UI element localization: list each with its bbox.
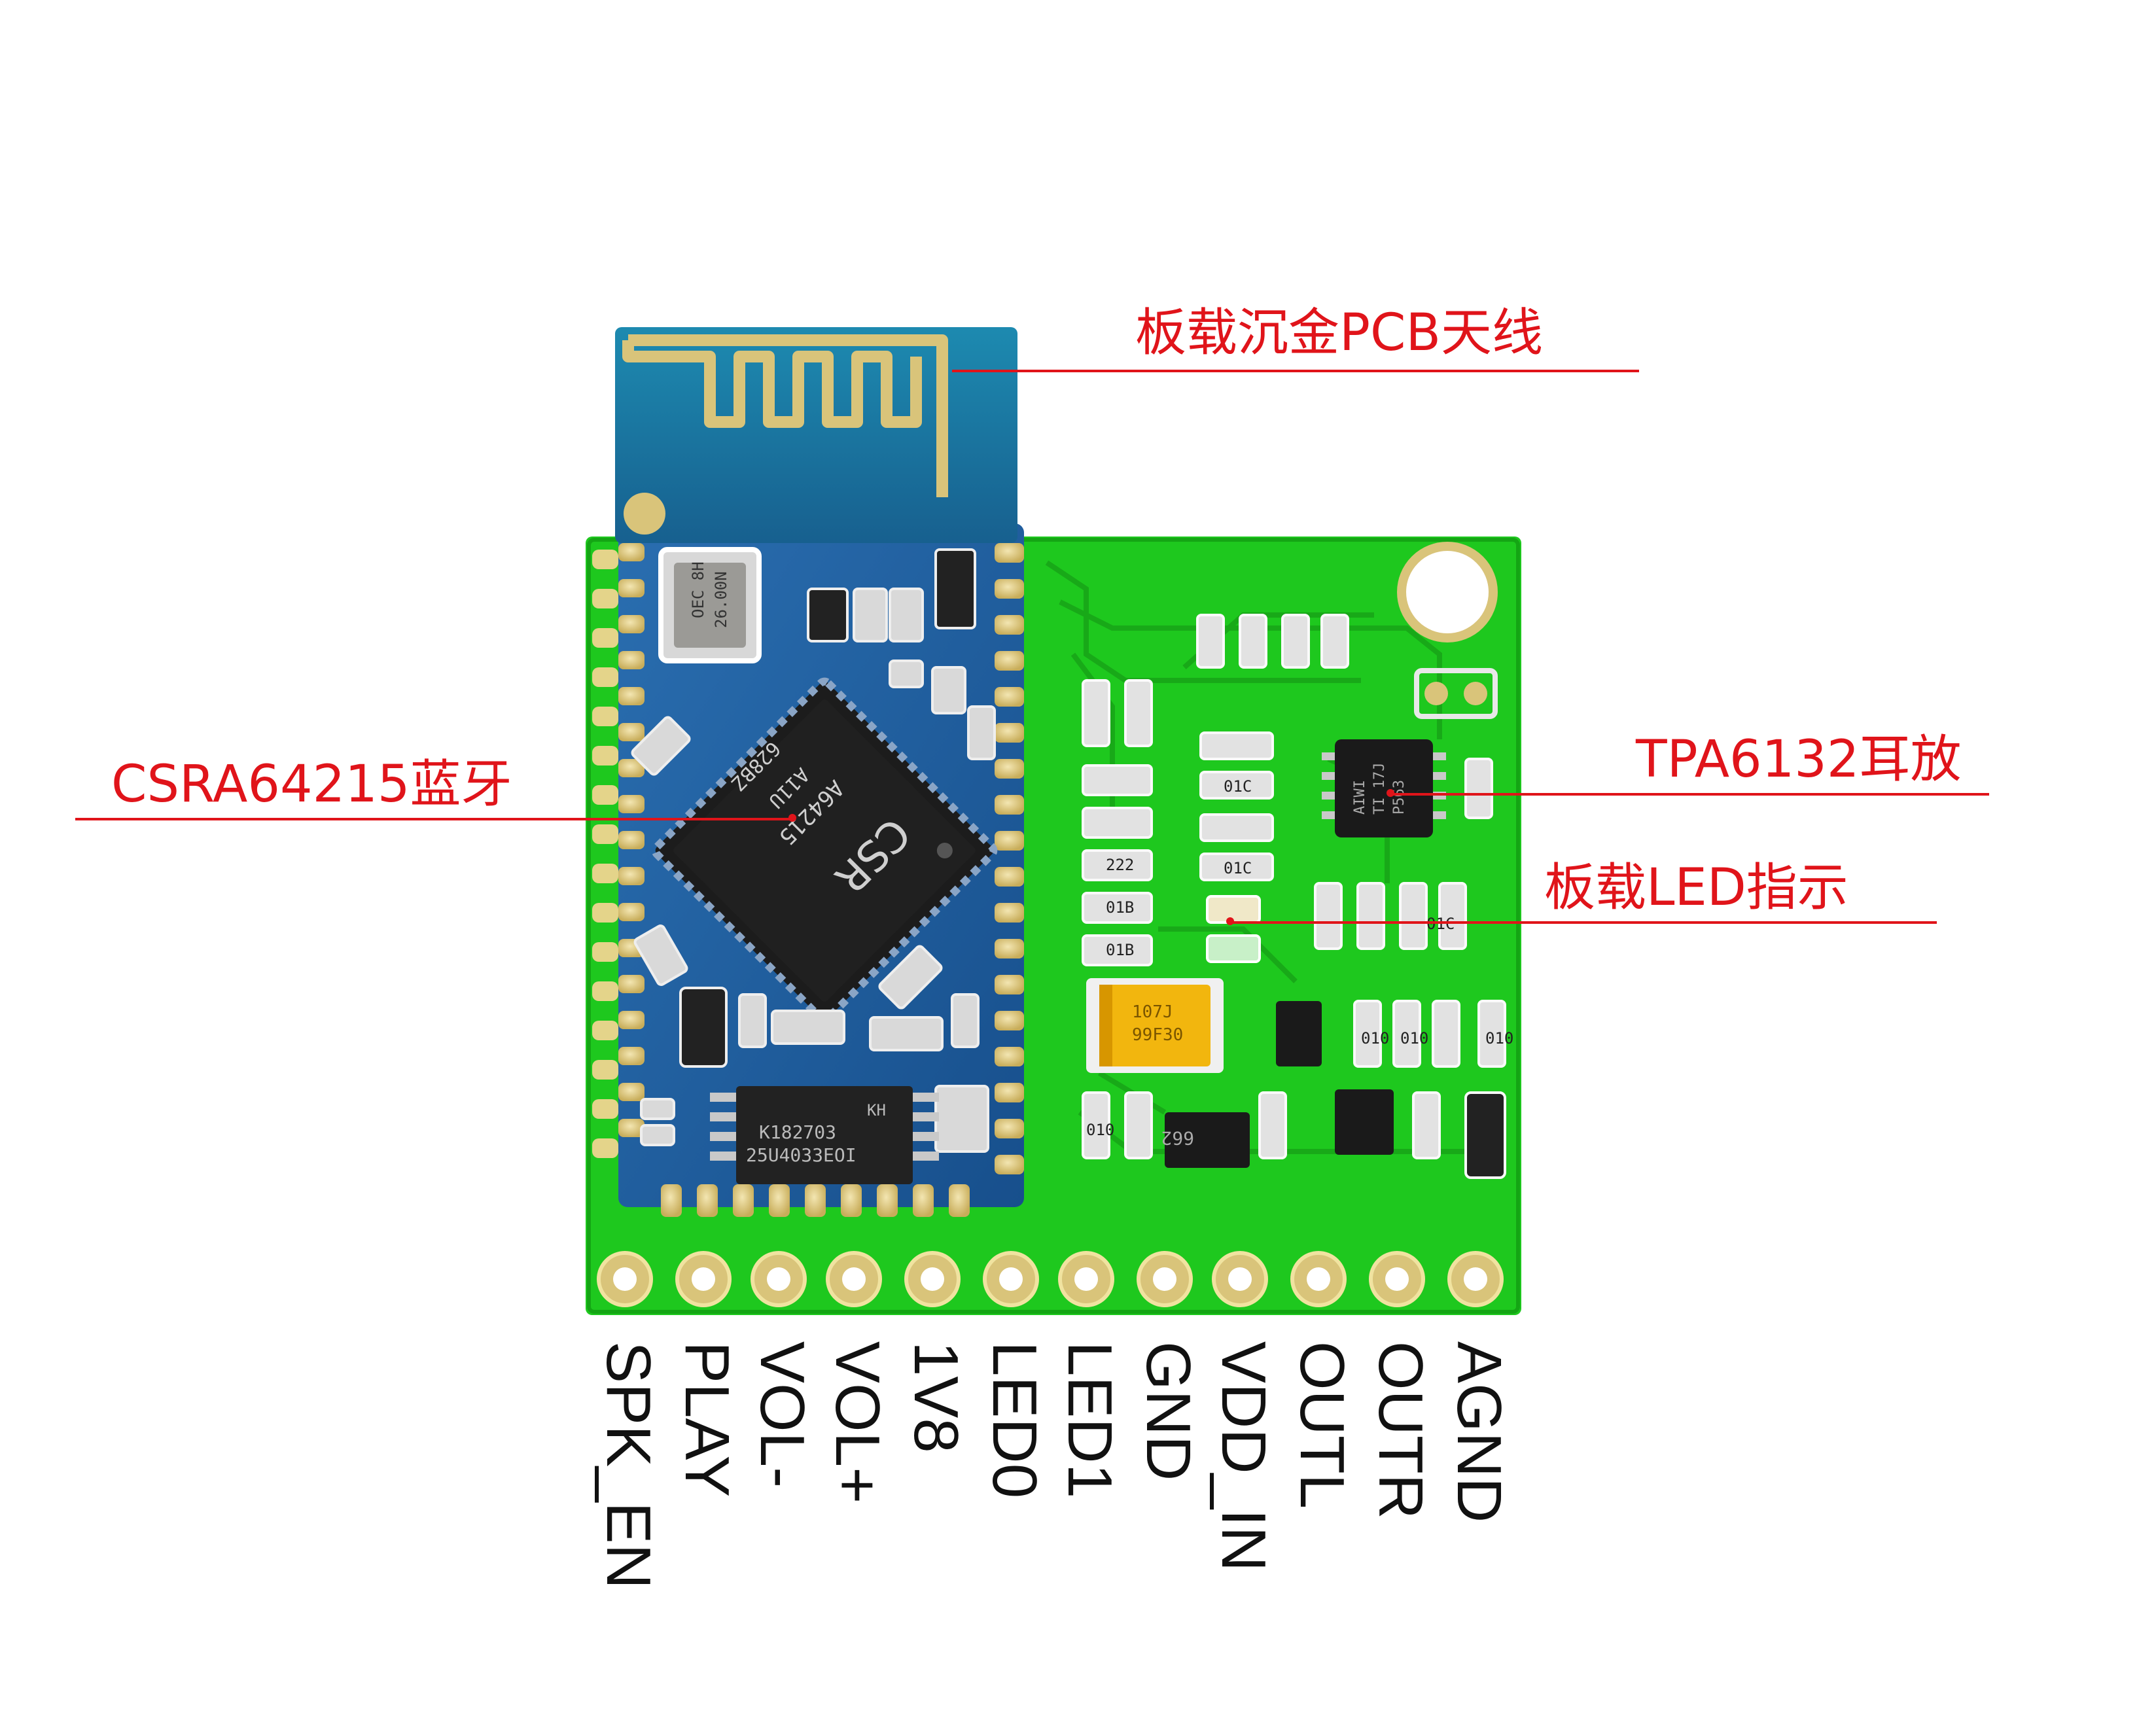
flash-marking-1: KH (867, 1101, 886, 1119)
amplifier-callout-line (1390, 793, 1989, 796)
pin-label-vdd-in: VDD_IN (1209, 1341, 1279, 1572)
module-passives (631, 548, 996, 1153)
amplifier-callout-dot (1387, 789, 1394, 797)
antenna-callout-line (952, 370, 1639, 372)
transistor-2 (1335, 1089, 1394, 1155)
tpa-marking-1: AIWI (1352, 780, 1368, 815)
pin-label-spk-en: SPK_EN (593, 1341, 663, 1589)
mounting-hole (1397, 542, 1498, 642)
tpa-marking-2: TI 17J (1371, 763, 1388, 815)
bluetooth-callout-dot (788, 814, 796, 822)
tpa-chip (1335, 739, 1433, 837)
module-bottom-pads (661, 1184, 970, 1217)
resistor-marking-01b-2: 01B (1106, 941, 1134, 959)
resistor-marking-222: 222 (1106, 856, 1134, 874)
module-left-pads (618, 543, 645, 1137)
two-pin-header (1414, 668, 1498, 719)
regulator-marking: 662 (1161, 1127, 1194, 1149)
pin-label-play: PLAY (672, 1341, 742, 1498)
led-callout-line (1230, 921, 1937, 924)
left-edge-pads (592, 550, 618, 1158)
resistor-marking-010-3: 010 (1485, 1029, 1513, 1047)
crystal-marking-2: 26.00N (712, 571, 730, 628)
pin-label-gnd: GND (1133, 1341, 1203, 1481)
led-green (1206, 934, 1261, 963)
resistor-marking-01c-2: 01C (1224, 859, 1252, 877)
crystal-marking-1: OEC 8H (689, 561, 707, 618)
led-callout-label: 板载LED指示 (1544, 858, 1848, 917)
led-callout-dot (1226, 917, 1234, 925)
bluetooth-callout-line (75, 818, 795, 820)
pin-label-led0: LED0 (980, 1341, 1050, 1499)
transistor-1 (1276, 1001, 1322, 1066)
amplifier-callout-label: TPA6132耳放 (1636, 730, 1962, 789)
pin-label-vol-minus: VOL- (747, 1341, 817, 1488)
tantalum-marking-2: 99F30 (1132, 1025, 1183, 1045)
pcb-passives (1082, 614, 1506, 1179)
resistor-marking-01b-1: 01B (1106, 898, 1134, 917)
resistor-marking-010-1: 010 (1361, 1029, 1389, 1047)
pin-label-outr: OUTR (1366, 1341, 1436, 1519)
resistor-marking-01c-3: 01C (1426, 915, 1455, 933)
tpa-marking-3: P563 (1391, 780, 1407, 815)
tantalum-marking-1: 107J (1132, 1002, 1173, 1022)
pin-label-agnd: AGND (1444, 1341, 1514, 1523)
flash-chip (736, 1086, 913, 1184)
antenna-callout-label: 板载沉金PCB天线 (1135, 304, 1544, 362)
resistor-marking-01c-1: 01C (1224, 777, 1252, 796)
csr-chip (651, 677, 998, 1024)
flash-marking-3: 25U4033EOI (746, 1144, 857, 1166)
pin-label-outl: OUTL (1287, 1341, 1357, 1509)
module-right-pads (995, 543, 1024, 1174)
pin-label-vol-plus: VOL+ (822, 1341, 892, 1504)
bluetooth-callout-label: CSRA64215蓝牙 (111, 755, 512, 814)
antenna-trace (622, 334, 948, 497)
regulator (1165, 1112, 1250, 1168)
pin-label-led1: LED1 (1055, 1341, 1125, 1499)
resistor-marking-010-4: 010 (1086, 1121, 1114, 1139)
flash-marking-2: K182703 (759, 1121, 836, 1143)
resistor-marking-010-2: 010 (1400, 1029, 1428, 1047)
bottom-header-pins (597, 1251, 1504, 1307)
pin-label-1v8: 1V8 (901, 1341, 971, 1453)
